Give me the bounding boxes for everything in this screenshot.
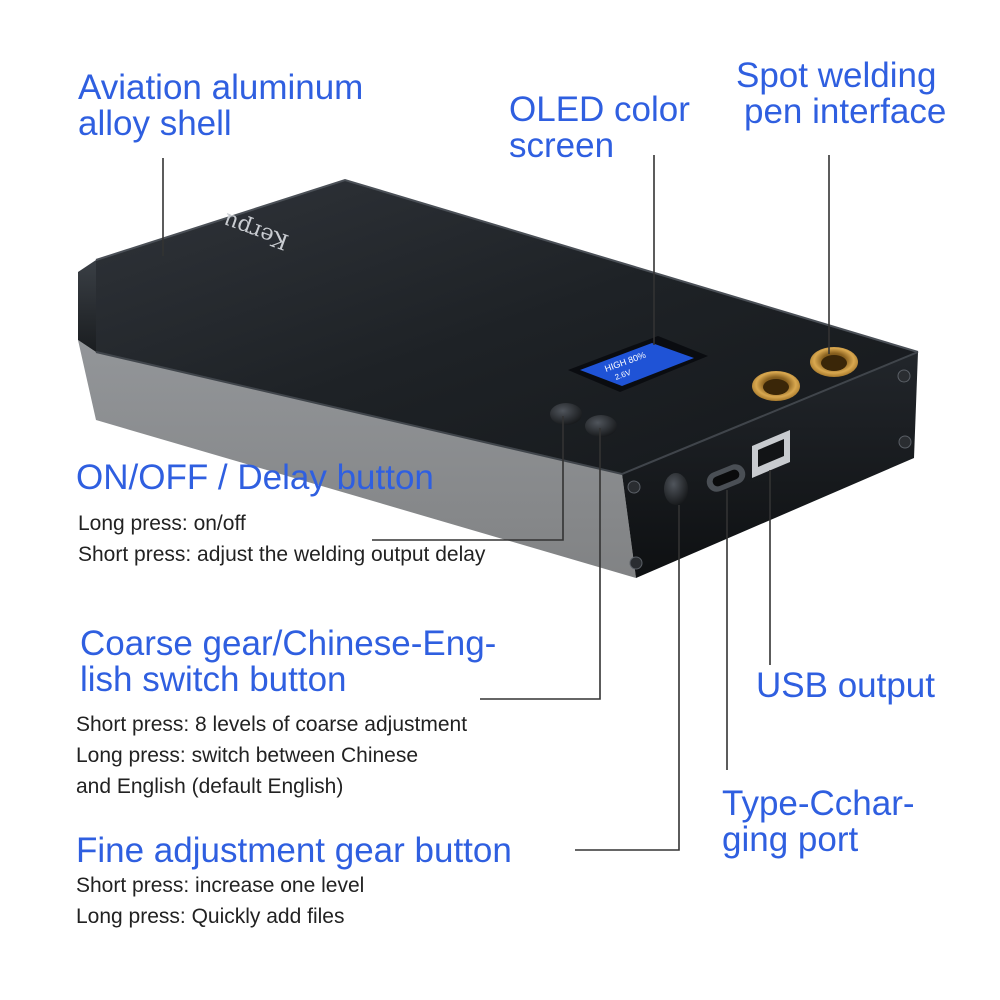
usb-port [752, 430, 790, 478]
line-coarse [480, 428, 601, 700]
type-c-port [706, 464, 746, 492]
pen-port-left [752, 371, 800, 401]
oled-screen: HIGH 80% 2.6V [568, 336, 708, 392]
onoff-desc-1: Long press: on/off [78, 512, 246, 535]
fine-desc-2: Long press: Quickly add files [76, 905, 345, 928]
label-oled: OLED color screen [509, 90, 690, 165]
label-typec: Type-Cchar- ging port [722, 784, 915, 859]
coarse-desc-1: Short press: 8 levels of coarse adjustme… [76, 713, 468, 736]
device-top-face [96, 180, 918, 474]
label-pen: Spot welding pen interface [736, 56, 947, 131]
coarse-desc-3: and English (default English) [76, 775, 344, 798]
label-usb: USB output [756, 666, 935, 705]
coarse-gear-button[interactable] [585, 415, 617, 437]
coarse-title: Coarse gear/Chinese-Eng- lish switch but… [80, 624, 497, 699]
device-left-side [78, 260, 96, 352]
onoff-title: ON/OFF / Delay button [76, 458, 434, 497]
device-front-face [78, 340, 636, 578]
fine-adjust-button[interactable] [664, 473, 688, 505]
fine-title: Fine adjustment gear button [76, 831, 512, 870]
line-fine [575, 505, 680, 851]
fine-desc-1: Short press: increase one level [76, 874, 365, 897]
coarse-desc-2: Long press: switch between Chinese [76, 744, 419, 767]
onoff-delay-button[interactable] [550, 403, 582, 425]
pen-port-right [810, 347, 858, 377]
line-onoff [372, 416, 564, 541]
label-shell: Aviation aluminum alloy shell [78, 68, 364, 143]
onoff-desc-2: Short press: adjust the welding output d… [78, 543, 486, 566]
